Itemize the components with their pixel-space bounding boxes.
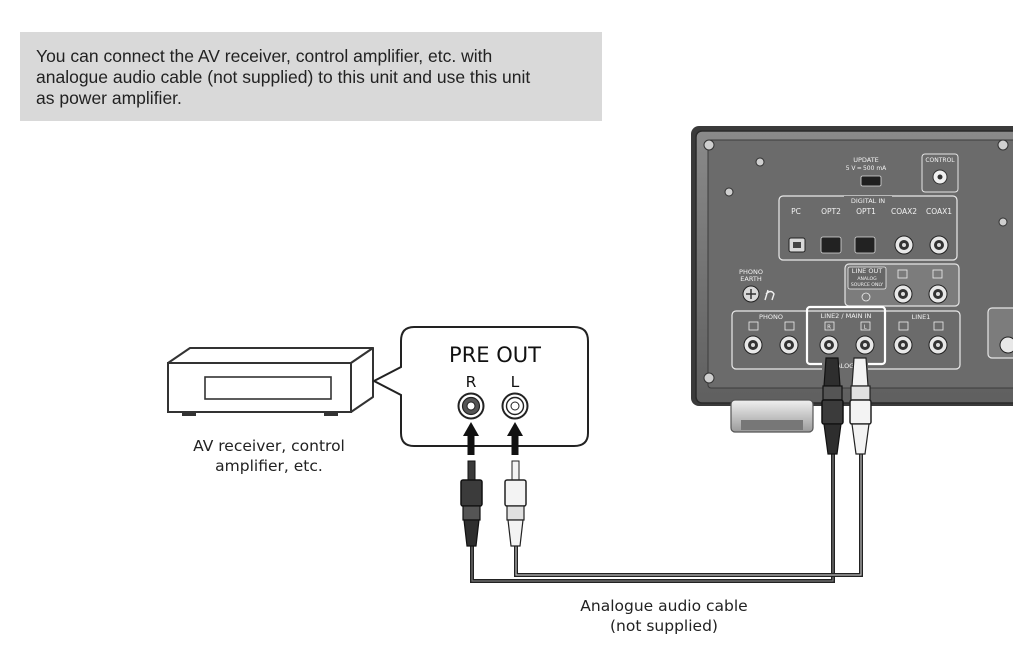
- analog-in-label: ANALOG IN: [827, 362, 863, 370]
- arrow-up-icon-r: [463, 422, 479, 455]
- rca-plug-red-inserted-icon: [821, 357, 844, 455]
- control-label: CONTROL: [925, 157, 955, 164]
- line-out-l-jack-icon: [928, 284, 948, 304]
- line-out-sub-1: ANALOG: [857, 276, 877, 282]
- digital-in-label: DIGITAL IN: [851, 197, 885, 205]
- screw-icon: [703, 139, 1009, 384]
- av-receiver-icon: [167, 347, 374, 416]
- line2-l-jack-icon: [855, 335, 875, 355]
- digital-port-coax1: COAX1: [926, 207, 952, 216]
- pre-out-r-label: R: [466, 373, 477, 391]
- rca-plug-white-inserted-icon: [849, 357, 872, 455]
- receiver-caption-line-1: AV receiver, control: [193, 437, 345, 455]
- line-out-r-jack-icon: [893, 284, 913, 304]
- rca-plug-white-icon: [504, 460, 527, 547]
- update-rating: 5 V ━ 500 mA: [846, 165, 887, 172]
- coax1-jack-icon: [929, 235, 949, 255]
- line2-r-jack-icon: [819, 335, 839, 355]
- line1-label: LINE1: [912, 313, 931, 321]
- line1-l-jack-icon: [928, 335, 948, 355]
- line-out-sub-2: SOURCE ONLY: [851, 282, 883, 288]
- pre-out-r-jack-icon: [457, 392, 485, 420]
- pre-out-l-jack-icon: [501, 392, 529, 420]
- digital-port-opt1: OPT1: [856, 207, 876, 216]
- update-label: UPDATE: [853, 156, 879, 164]
- cable-caption-line-2: (not supplied): [610, 617, 718, 635]
- phono-l-jack-icon: [779, 335, 799, 355]
- cable-caption-line-1: Analogue audio cable: [580, 597, 747, 615]
- coax2-jack-icon: [894, 235, 914, 255]
- phono-earth-terminal-icon: [742, 285, 775, 303]
- intro-note-line-3: as power amplifier.: [36, 88, 182, 108]
- pre-out-l-label: L: [511, 373, 520, 391]
- line1-r-jack-icon: [893, 335, 913, 355]
- digital-port-opt2: OPT2: [821, 207, 841, 216]
- phono-earth-label-2: EARTH: [740, 275, 762, 283]
- audio-cable: [470, 452, 863, 583]
- arrow-up-icon-l: [507, 422, 523, 455]
- line2-main-in-label: LINE2 / MAIN IN: [821, 312, 872, 320]
- pre-out-callout: [371, 326, 589, 447]
- intro-note-line-1: You can connect the AV receiver, control…: [36, 46, 493, 66]
- phono-label: PHONO: [759, 313, 783, 321]
- phono-earth-label-1: PHONO: [739, 268, 763, 276]
- rca-plug-red-icon: [460, 460, 483, 547]
- digital-port-pc: PC: [791, 207, 801, 216]
- phono-r-jack-icon: [743, 335, 763, 355]
- intro-note: You can connect the AV receiver, control…: [20, 32, 602, 121]
- pre-out-title: PRE OUT: [449, 343, 541, 367]
- unit-rear-panel: [691, 126, 1013, 433]
- line-out-label: LINE OUT: [852, 267, 882, 275]
- intro-note-line-2: analogue audio cable (not supplied) to t…: [36, 67, 531, 87]
- receiver-caption-line-2: amplifier, etc.: [215, 457, 323, 475]
- line2-l-mark: L: [863, 325, 867, 331]
- line2-r-mark: R: [827, 325, 831, 331]
- digital-port-coax2: COAX2: [891, 207, 917, 216]
